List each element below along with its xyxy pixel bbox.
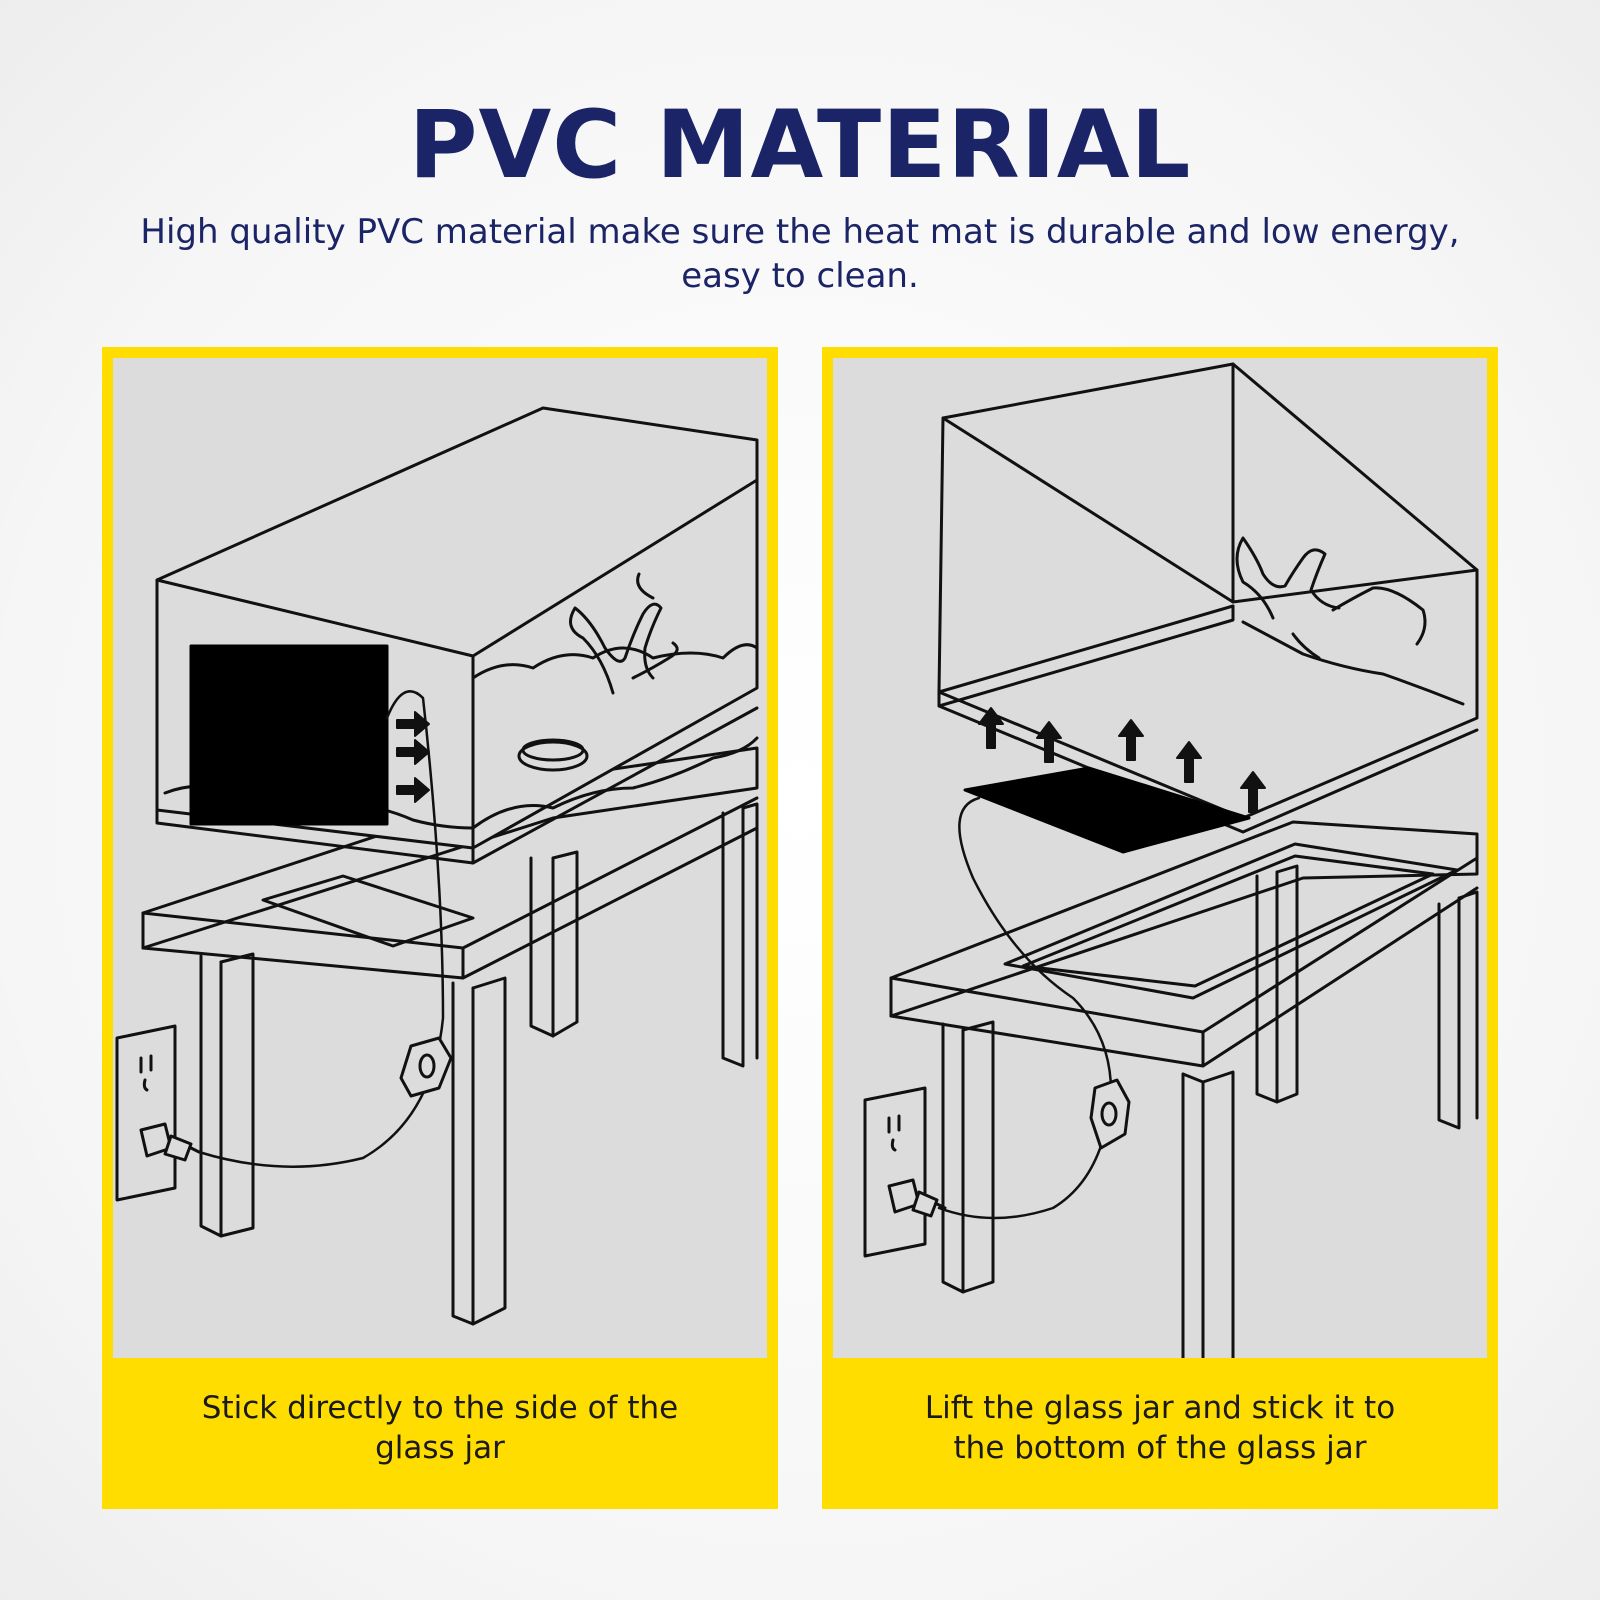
heat-mat-icon — [189, 644, 389, 826]
illustration-side-mount — [113, 358, 767, 1358]
wall-outlet-icon — [115, 1024, 177, 1202]
panel-bottom-mount: Lift the glass jar and stick it to the b… — [822, 347, 1498, 1509]
illustration-bottom-mount — [833, 358, 1487, 1358]
plug-icon — [139, 1122, 201, 1162]
page-title: PVC MATERIAL — [408, 91, 1192, 200]
glass-tank-icon — [937, 362, 1479, 834]
caption-bottom-mount-text: Lift the glass jar and stick it to the b… — [924, 1390, 1396, 1466]
power-cord — [197, 690, 445, 1168]
plug-icon — [887, 1178, 947, 1218]
header: PVC MATERIAL High quality PVC material m… — [0, 90, 1600, 298]
wall-outlet-icon — [863, 1086, 927, 1258]
power-cord — [937, 796, 1113, 1220]
heat-arrow-icon — [396, 711, 430, 803]
panel-side-mount: Stick directly to the side of the glass … — [102, 347, 778, 1509]
bottom-mount-drawing — [863, 362, 1479, 1358]
table-icon — [141, 746, 759, 1326]
cord-switch-icon — [1089, 1078, 1131, 1150]
cord-switch-icon — [399, 1036, 453, 1098]
heat-arrow-icon — [978, 707, 1266, 813]
heat-mat-icon — [963, 766, 1251, 854]
page-subtitle: High quality PVC material make sure the … — [140, 212, 1460, 296]
caption-side-mount: Stick directly to the side of the glass … — [113, 1358, 767, 1498]
caption-bottom-mount: Lift the glass jar and stick it to the b… — [833, 1358, 1487, 1498]
caption-side-mount-text: Stick directly to the side of the glass … — [201, 1390, 679, 1466]
table-icon — [889, 820, 1479, 1358]
side-mount-drawing — [115, 406, 759, 1326]
